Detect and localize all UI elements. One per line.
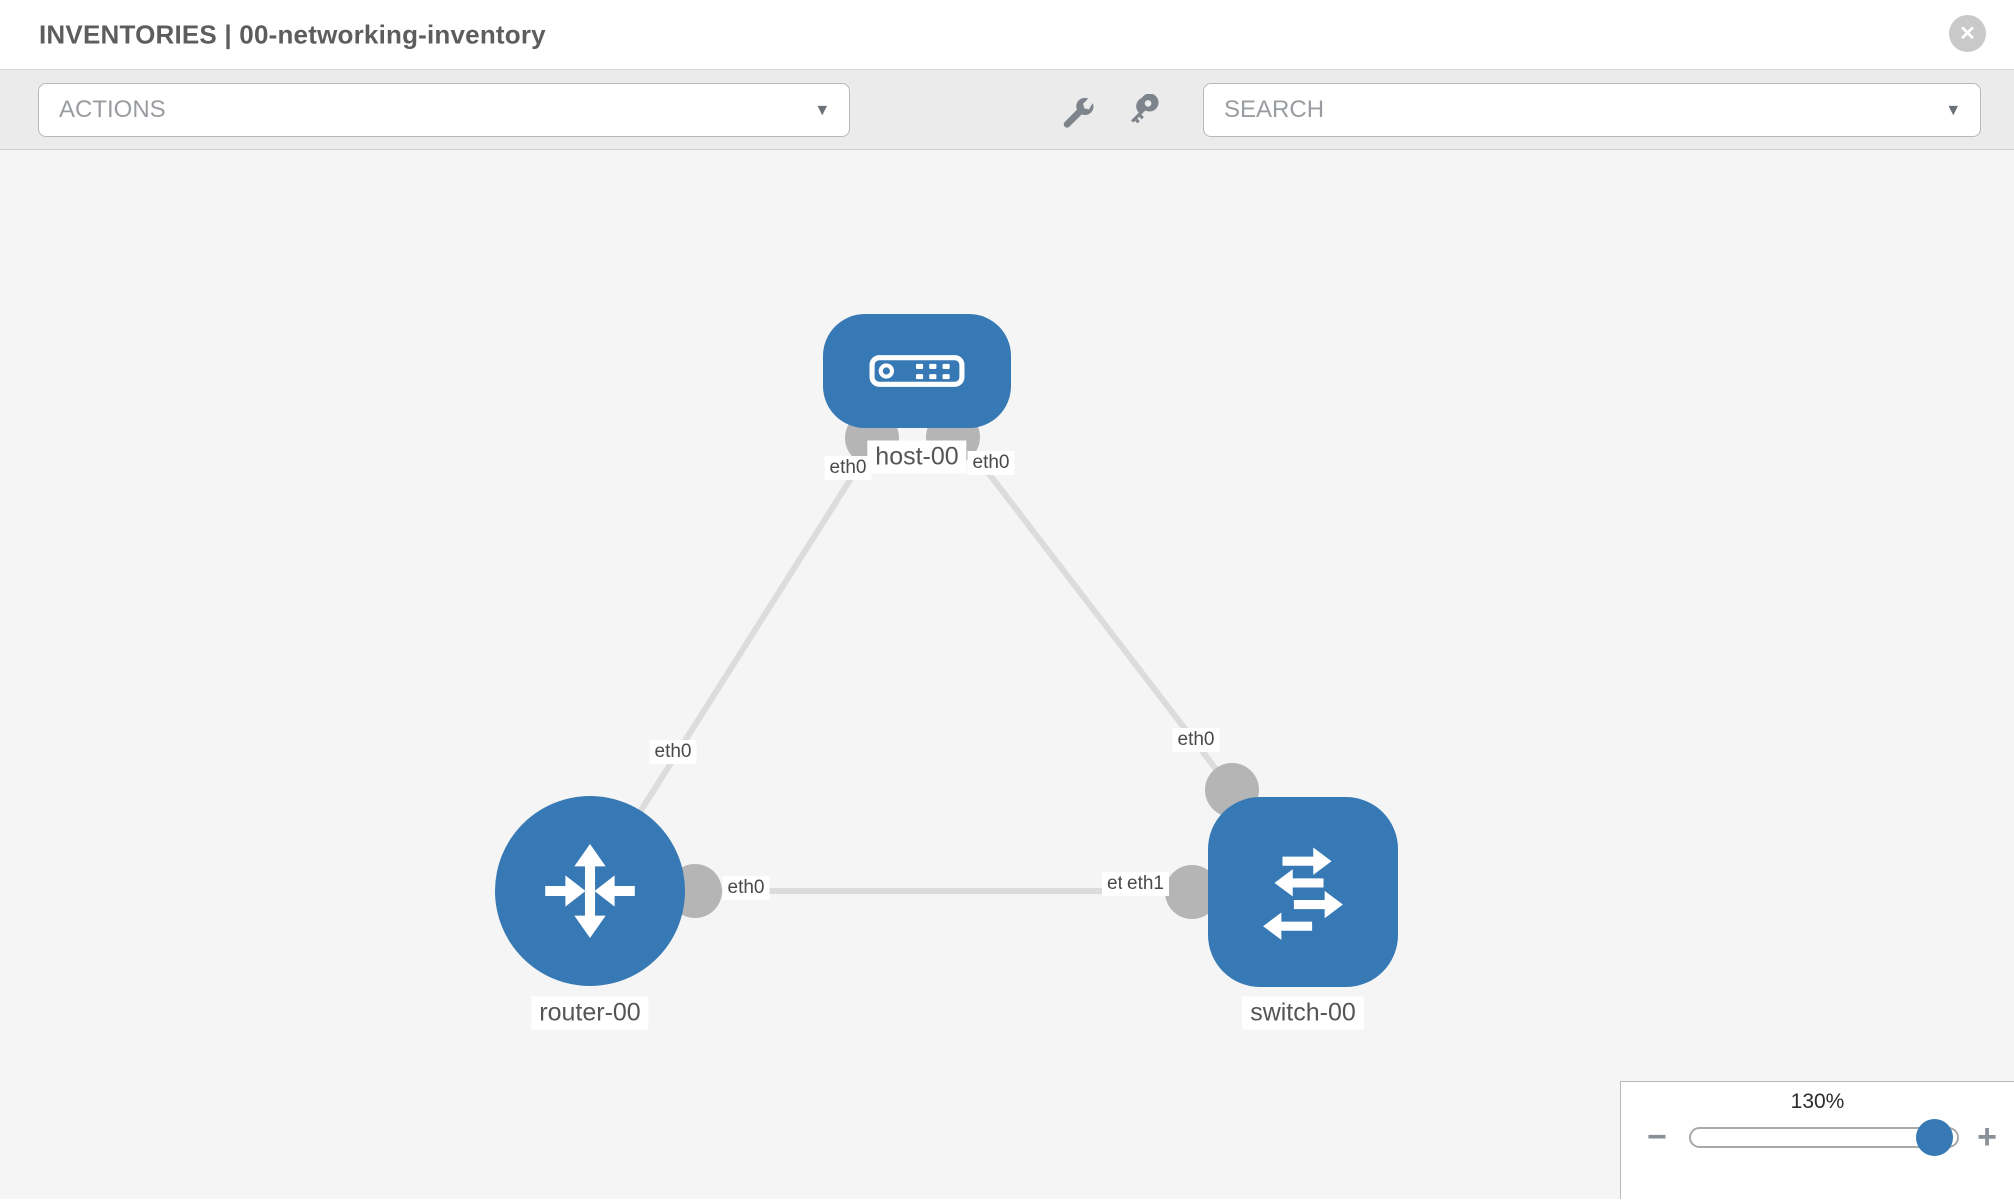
interface-label-switch-left-group: eth0 eth1 [1102,872,1174,898]
zoom-in-button[interactable]: + [1977,1118,1997,1156]
node-host-00[interactable] [823,314,1011,428]
node-router-00[interactable] [495,796,685,986]
chevron-down-icon: ▾ [817,99,827,121]
node-label-host-00: host-00 [867,440,967,474]
interface-label-switch-top: eth0 [1172,728,1220,752]
search-dropdown[interactable]: SEARCH ▾ [1203,83,1981,137]
actions-dropdown-label: ACTIONS [59,96,166,123]
chevron-down-icon: ▾ [1948,99,1958,121]
node-label-switch-00: switch-00 [1242,996,1364,1030]
zoom-slider-thumb[interactable] [1916,1119,1953,1156]
server-icon [869,355,965,387]
node-label-router-00: router-00 [531,996,649,1030]
interface-label-switch-left-eth1: eth1 [1122,872,1169,896]
interface-label-host-right: eth0 [967,451,1015,475]
interface-label-router-right: eth0 [722,876,770,900]
page-title: INVENTORIES | 00-networking-inventory [39,19,546,49]
link-router-host[interactable] [587,402,901,893]
actions-dropdown[interactable]: ACTIONS ▾ [38,83,850,137]
zoom-slider-row: − + [1621,1114,2014,1174]
port-switch-eth1[interactable] [1165,865,1219,919]
search-placeholder: SEARCH [1224,96,1325,123]
key-icon[interactable] [1128,94,1164,130]
router-arrows-icon [545,843,635,939]
interface-label-router-host-link: eth0 [649,740,697,764]
close-button[interactable]: ✕ [1949,15,1986,52]
header: INVENTORIES | 00-networking-inventory ✕ [0,0,2014,70]
node-switch-00[interactable] [1208,797,1398,987]
zoom-percentage: 130% [1790,1090,1845,1113]
toolbar: ACTIONS ▾ SEARCH ▾ [0,70,2014,150]
zoom-slider-track[interactable] [1689,1119,1959,1156]
links-layer [587,402,1259,919]
topology-canvas[interactable]: host-00 router-00 switch-00 eth0 eth0 et… [0,150,2014,1199]
switch-arrows-icon [1263,847,1343,940]
interface-label-host-left: eth0 [824,456,872,480]
zoom-panel: 130% − + [1620,1081,2014,1199]
zoom-out-button[interactable]: − [1647,1118,1667,1156]
close-icon: ✕ [1959,22,1976,45]
wrench-icon[interactable] [1060,94,1096,130]
